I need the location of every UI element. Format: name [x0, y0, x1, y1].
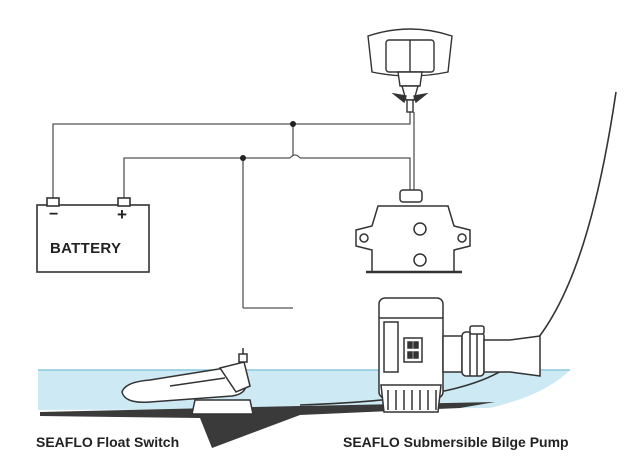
wire-crossing-hop	[289, 154, 301, 159]
battery-body	[36, 204, 150, 273]
battery-negative-sign: −	[49, 206, 59, 223]
battery-positive-terminal	[117, 197, 131, 207]
battery	[36, 197, 150, 273]
float-switch	[121, 348, 254, 415]
panel-switch	[367, 28, 453, 113]
hull-bottom	[40, 402, 495, 448]
wiring	[52, 112, 415, 309]
negative-wire	[52, 112, 411, 205]
bilge-pump	[378, 297, 541, 413]
junction-dot	[240, 155, 246, 161]
float-switch-caption: SEAFLO Float Switch	[36, 434, 180, 450]
junction-dot	[290, 121, 296, 127]
battery-label: BATTERY	[50, 240, 122, 257]
control-box	[355, 189, 471, 274]
battery-negative-terminal	[46, 197, 60, 207]
positive-wire-cont	[300, 157, 411, 190]
positive-wire	[123, 157, 290, 205]
bilge-pump-caption: SEAFLO Submersible Bilge Pump	[343, 434, 569, 450]
battery-positive-sign: +	[117, 205, 127, 224]
